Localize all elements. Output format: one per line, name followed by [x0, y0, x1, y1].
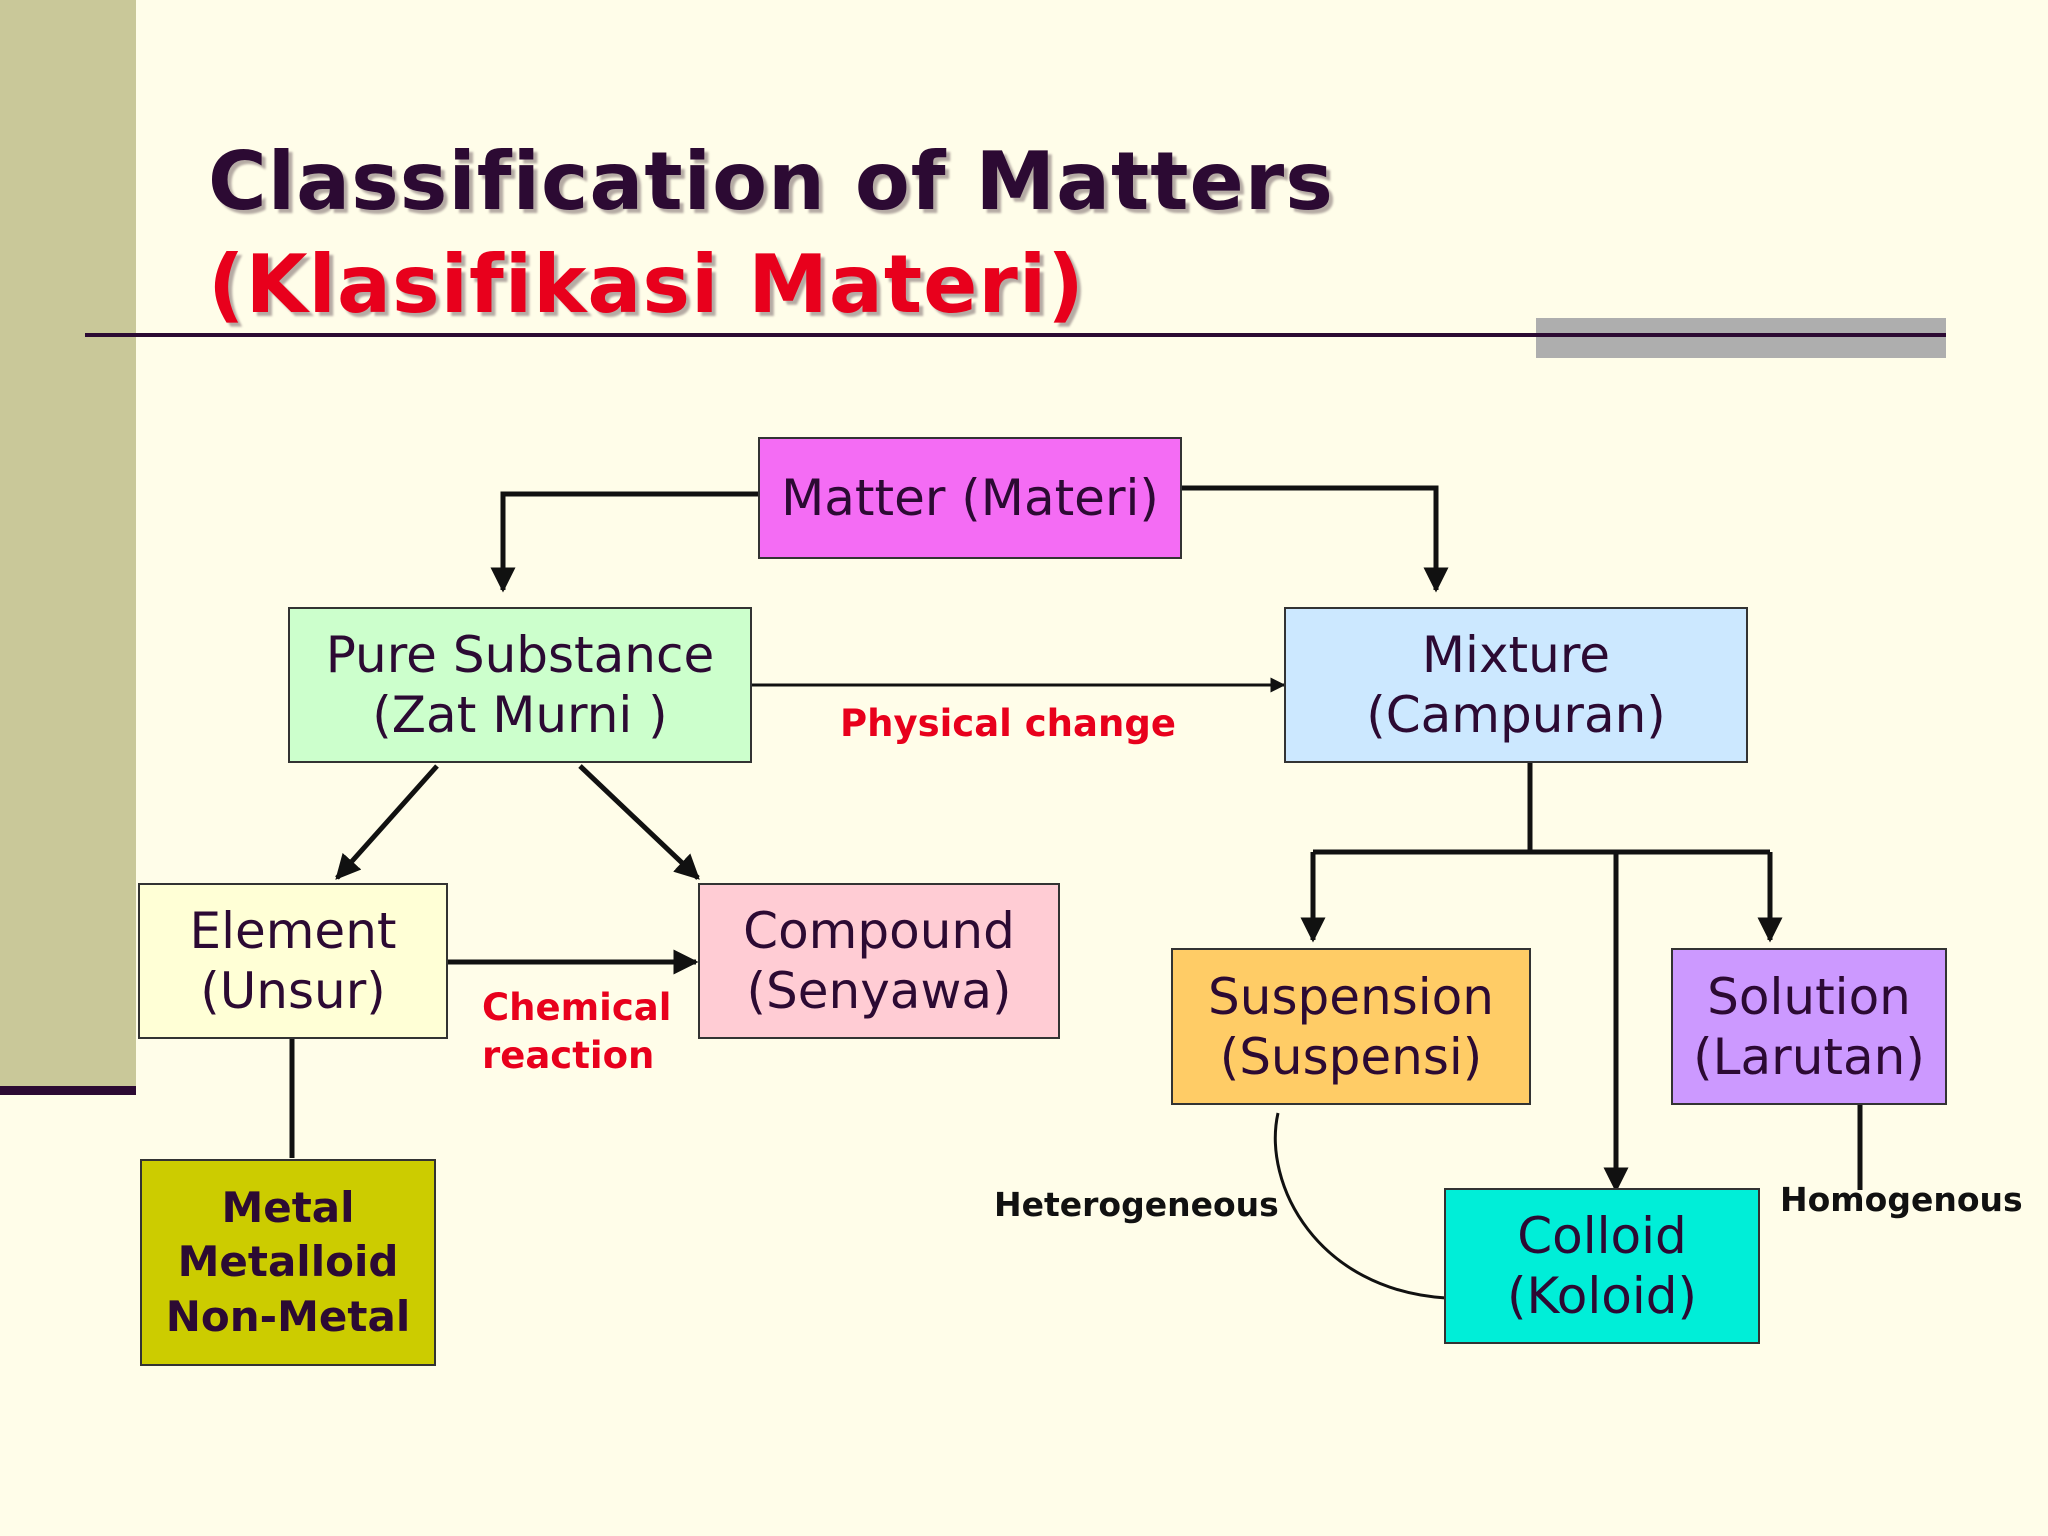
node-mixture-translation: (Campuran) [1366, 686, 1666, 744]
node-compound-translation: (Senyawa) [746, 962, 1012, 1020]
node-solution-translation: (Larutan) [1693, 1027, 1925, 1086]
node-mixture: Mixture (Campuran) [1284, 607, 1748, 763]
node-element: Element (Unsur) [138, 883, 448, 1039]
label-physical-change: Physical change [840, 702, 1176, 745]
node-pure-substance-translation: (Zat Murni ) [372, 686, 668, 744]
node-colloid-translation: (Koloid) [1506, 1267, 1697, 1325]
label-reaction: reaction [482, 1034, 655, 1077]
title-underline-shade [1536, 318, 1946, 358]
label-homogenous: Homogenous [1780, 1180, 2023, 1219]
label-heterogeneous: Heterogeneous [994, 1185, 1279, 1224]
node-metal-label: Metal [221, 1182, 355, 1232]
title-underline-shade-line [1536, 333, 1946, 337]
node-element-label: Element [189, 902, 397, 960]
label-chemical: Chemical [482, 986, 672, 1029]
node-suspension-translation: (Suspensi) [1219, 1027, 1483, 1086]
node-matter: Matter (Materi) [758, 437, 1182, 559]
slide-subtitle: (Klasifikasi Materi) [208, 238, 1085, 331]
node-matter-label: Matter (Materi) [781, 469, 1159, 527]
node-suspension-label: Suspension [1208, 967, 1494, 1026]
node-compound: Compound (Senyawa) [698, 883, 1060, 1039]
node-solution-label: Solution [1707, 967, 1911, 1026]
edge-pure-to-element [335, 764, 439, 880]
edge-matter-to-pure-substance [490, 491, 758, 593]
node-colloid-label: Colloid [1517, 1207, 1687, 1265]
node-compound-label: Compound [743, 902, 1015, 960]
node-mixture-label: Mixture [1421, 626, 1611, 684]
left-accent-bar-foot [0, 1086, 136, 1095]
node-pure-substance-label: Pure Substance [325, 626, 715, 684]
node-colloid: Colloid (Koloid) [1444, 1188, 1760, 1344]
node-element-translation: (Unsur) [200, 962, 386, 1020]
left-accent-bar [0, 0, 136, 1086]
node-suspension: Suspension (Suspensi) [1171, 948, 1531, 1105]
node-metalloid-label: Metalloid [177, 1237, 399, 1287]
node-pure-substance: Pure Substance (Zat Murni ) [288, 607, 752, 763]
edge-pure-to-compound [578, 764, 700, 880]
edge-matter-to-mixture [1182, 485, 1449, 593]
node-metal-group: Metal Metalloid Non-Metal [140, 1159, 436, 1366]
node-non-metal-label: Non-Metal [165, 1291, 411, 1341]
edge-suspension-colloid-heterogeneous [1273, 1112, 1447, 1300]
title-underline [85, 333, 1946, 337]
slide-title: Classification of Matters [208, 135, 1334, 228]
node-solution: Solution (Larutan) [1671, 948, 1947, 1105]
